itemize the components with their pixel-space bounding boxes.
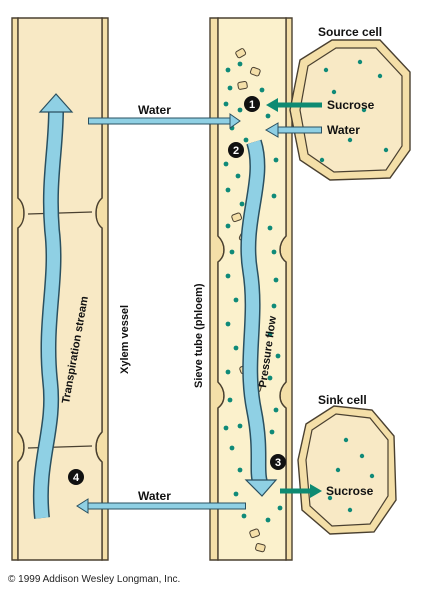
sucrose-dot bbox=[271, 249, 277, 255]
sucrose-dot bbox=[223, 425, 229, 431]
sucrose-dot bbox=[347, 137, 353, 143]
sucrose-dot bbox=[343, 437, 349, 443]
sucrose-dots-source bbox=[319, 59, 389, 163]
sucrose-dot bbox=[225, 187, 231, 193]
sucrose-dot bbox=[233, 491, 239, 497]
water-arrow-top bbox=[88, 113, 241, 129]
sucrose-dot bbox=[323, 67, 329, 73]
sucrose-dot bbox=[361, 107, 367, 113]
sucrose-dot bbox=[225, 273, 231, 279]
sucrose-dot bbox=[271, 303, 277, 309]
sucrose-arrow-in bbox=[266, 98, 322, 112]
sucrose-dot bbox=[267, 331, 273, 337]
step-number-1: 1 bbox=[249, 99, 255, 111]
sucrose-dot bbox=[243, 137, 249, 143]
step-marker-4: 4 bbox=[68, 469, 84, 485]
sucrose-dot bbox=[273, 157, 279, 163]
sucrose-dot bbox=[223, 101, 229, 107]
sucrose-dot bbox=[225, 321, 231, 327]
sucrose-dot bbox=[241, 513, 247, 519]
sucrose-dot bbox=[233, 297, 239, 303]
sieve-plate-top bbox=[235, 48, 261, 90]
sucrose-dot bbox=[267, 375, 273, 381]
step-marker-3: 3 bbox=[270, 454, 286, 470]
sucrose-dot bbox=[359, 453, 365, 459]
step-marker-1: 1 bbox=[244, 96, 260, 112]
step-number-3: 3 bbox=[275, 457, 281, 469]
water-label-top-left: Water bbox=[138, 103, 171, 117]
sucrose-dot bbox=[223, 161, 229, 167]
sucrose-dot bbox=[265, 517, 271, 523]
sucrose-dot bbox=[271, 193, 277, 199]
source-cell bbox=[289, 39, 411, 181]
sucrose-dot bbox=[327, 495, 333, 501]
sucrose-dot bbox=[267, 225, 273, 231]
sucrose-dot bbox=[269, 429, 275, 435]
sink-cell-label: Sink cell bbox=[318, 393, 367, 407]
sucrose-out-label: Sucrose bbox=[326, 484, 374, 498]
sucrose-dot bbox=[273, 277, 279, 283]
sucrose-dot bbox=[235, 173, 241, 179]
sucrose-dot bbox=[237, 423, 243, 429]
sucrose-dot bbox=[229, 249, 235, 255]
sucrose-dot bbox=[233, 345, 239, 351]
sucrose-dot bbox=[229, 445, 235, 451]
copyright-notice: © 1999 Addison Wesley Longman, Inc. bbox=[8, 574, 181, 585]
sucrose-dot bbox=[319, 157, 325, 163]
step-number-2: 2 bbox=[233, 145, 239, 157]
sucrose-dot bbox=[237, 107, 243, 113]
sucrose-dot bbox=[227, 85, 233, 91]
sucrose-dot bbox=[225, 67, 231, 73]
sucrose-dot bbox=[383, 147, 389, 153]
sucrose-dot bbox=[277, 505, 283, 511]
sucrose-dot bbox=[377, 73, 383, 79]
water-arrow-right-in bbox=[265, 122, 322, 138]
sucrose-dots-phloem bbox=[223, 61, 283, 523]
sucrose-dot bbox=[259, 87, 265, 93]
sucrose-dot bbox=[331, 89, 337, 95]
source-cell-label: Source cell bbox=[318, 25, 382, 39]
sucrose-dot bbox=[273, 407, 279, 413]
sucrose-dot bbox=[275, 353, 281, 359]
step-number-4: 4 bbox=[73, 472, 80, 484]
sucrose-dot bbox=[237, 61, 243, 67]
sucrose-dot bbox=[369, 473, 375, 479]
sucrose-dot bbox=[239, 201, 245, 207]
pressure-flow-arrow bbox=[240, 139, 278, 497]
sieve-tube-label: Sieve tube (phloem) bbox=[193, 283, 205, 388]
sucrose-dot bbox=[335, 467, 341, 473]
water-arrow-bottom bbox=[76, 498, 246, 514]
water-label-bottom: Water bbox=[138, 489, 171, 503]
transpiration-stream-arrow bbox=[32, 93, 74, 519]
sink-cell bbox=[297, 405, 397, 535]
sucrose-dot bbox=[357, 59, 363, 65]
step-marker-2: 2 bbox=[228, 142, 244, 158]
sucrose-dot bbox=[347, 507, 353, 513]
sucrose-arrow-out bbox=[280, 484, 322, 498]
sucrose-dots-sink bbox=[327, 437, 375, 513]
sucrose-in-label: Sucrose bbox=[327, 98, 375, 112]
sucrose-dot bbox=[225, 369, 231, 375]
sieve-plate-bottom bbox=[249, 528, 266, 553]
water-label-top-right: Water bbox=[327, 123, 360, 137]
sucrose-dot bbox=[265, 113, 271, 119]
xylem-vessel-label: Xylem vessel bbox=[119, 305, 131, 374]
sucrose-dot bbox=[237, 467, 243, 473]
sucrose-dot bbox=[227, 397, 233, 403]
sucrose-dot bbox=[225, 223, 231, 229]
